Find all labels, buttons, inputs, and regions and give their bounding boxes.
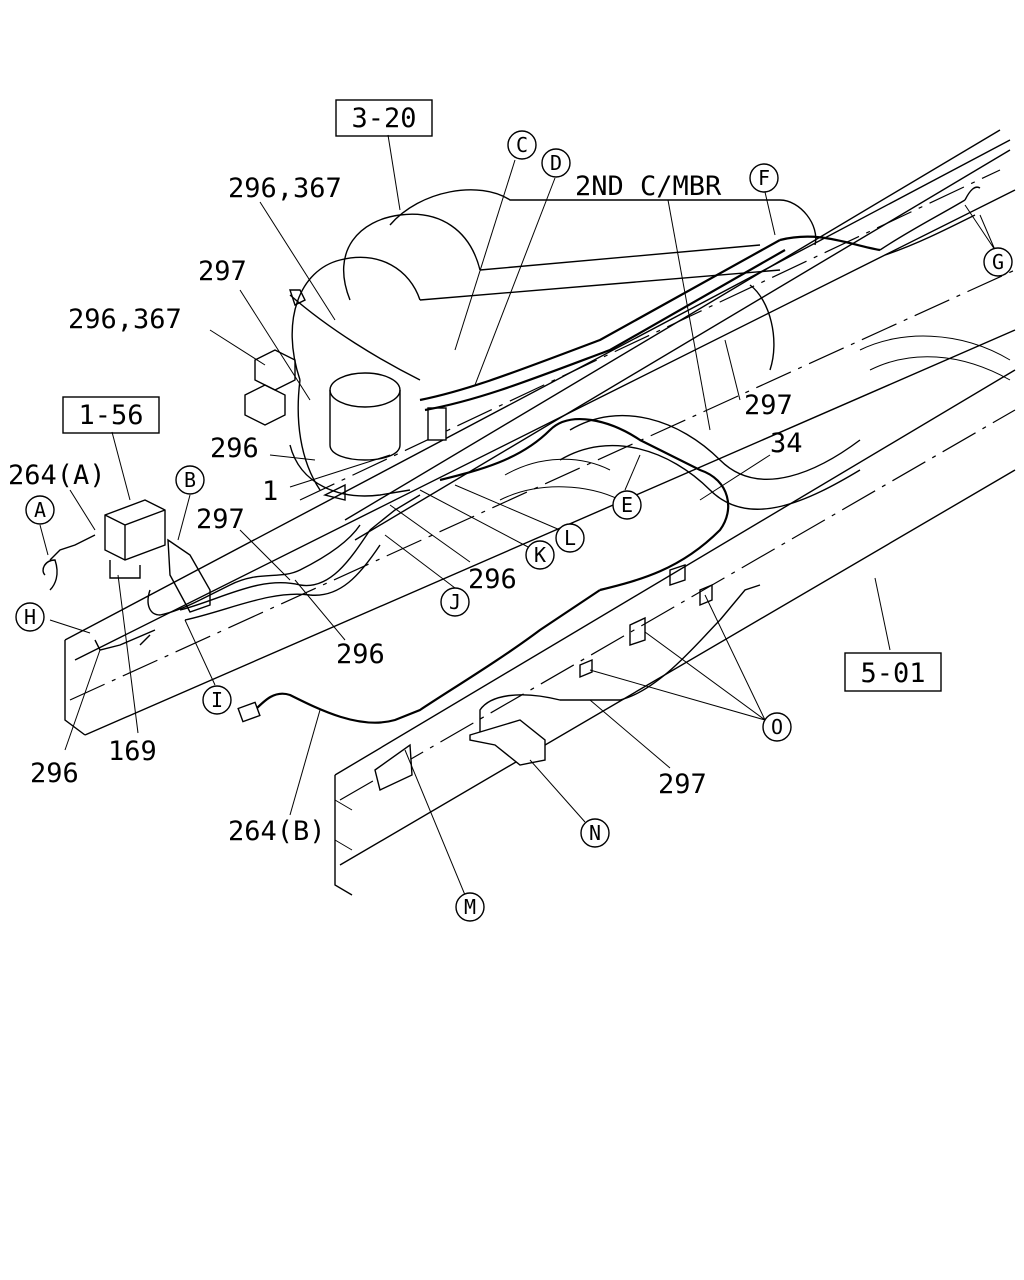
boxed-ref-3-20: 3-20 — [335, 99, 433, 137]
leader-lines — [39, 134, 996, 896]
callout-C: C — [507, 130, 537, 160]
svg-text:L: L — [564, 526, 576, 550]
part-label: 264(A) — [8, 460, 106, 491]
brake-pipes — [94, 186, 981, 791]
part-label: 297 — [658, 769, 707, 800]
callout-O: O — [762, 712, 792, 742]
svg-text:A: A — [34, 498, 46, 522]
member-label: 2ND C/MBR — [575, 171, 722, 202]
part-label: 1 — [262, 476, 278, 507]
svg-text:H: H — [24, 605, 36, 629]
callout-L: L — [555, 523, 585, 553]
part-label: 296 — [210, 433, 259, 464]
part-number-labels: 296,367 297 296,367 296 1 264(A) 297 296… — [8, 171, 803, 847]
svg-text:3-20: 3-20 — [351, 103, 416, 134]
svg-text:M: M — [464, 895, 476, 919]
chassis-frame — [64, 129, 1016, 896]
part-label: 297 — [198, 256, 247, 287]
boxed-ref-5-01: 5-01 — [844, 652, 942, 692]
svg-text:K: K — [534, 543, 546, 567]
svg-text:1-56: 1-56 — [78, 400, 143, 431]
callout-I: I — [202, 685, 232, 715]
component-169 — [42, 499, 211, 613]
svg-text:D: D — [550, 151, 562, 175]
boxed-ref-1-56: 1-56 — [62, 396, 160, 434]
svg-text:O: O — [771, 715, 783, 739]
part-label: 296 — [336, 639, 385, 670]
callout-H: H — [15, 602, 45, 632]
svg-text:I: I — [211, 688, 223, 712]
svg-text:E: E — [621, 493, 633, 517]
svg-text:J: J — [449, 590, 461, 614]
callout-G: G — [983, 247, 1013, 277]
svg-text:G: G — [992, 250, 1004, 274]
svg-text:C: C — [516, 133, 528, 157]
part-label: 297 — [196, 504, 245, 535]
svg-text:N: N — [589, 821, 601, 845]
svg-text:B: B — [184, 468, 196, 492]
callout-D: D — [541, 148, 571, 178]
valve-assembly — [244, 349, 447, 501]
part-label: 296,367 — [228, 173, 342, 204]
callout-M: M — [455, 892, 485, 922]
svg-text:F: F — [758, 166, 770, 190]
callout-J: J — [440, 587, 470, 617]
part-label: 34 — [770, 428, 803, 459]
part-label: 296 — [30, 758, 79, 789]
callout-A: A — [25, 495, 55, 525]
part-label: 169 — [108, 736, 157, 767]
callout-N: N — [580, 818, 610, 848]
callout-K: K — [525, 540, 555, 570]
svg-text:5-01: 5-01 — [860, 658, 925, 689]
callout-E: E — [612, 490, 642, 520]
part-label: 296,367 — [68, 304, 182, 335]
callout-B: B — [175, 465, 205, 495]
air-tanks — [291, 189, 817, 491]
part-label: 297 — [744, 390, 793, 421]
part-label: 296 — [468, 564, 517, 595]
callout-F: F — [749, 163, 779, 193]
part-label: 264(B) — [228, 816, 326, 847]
